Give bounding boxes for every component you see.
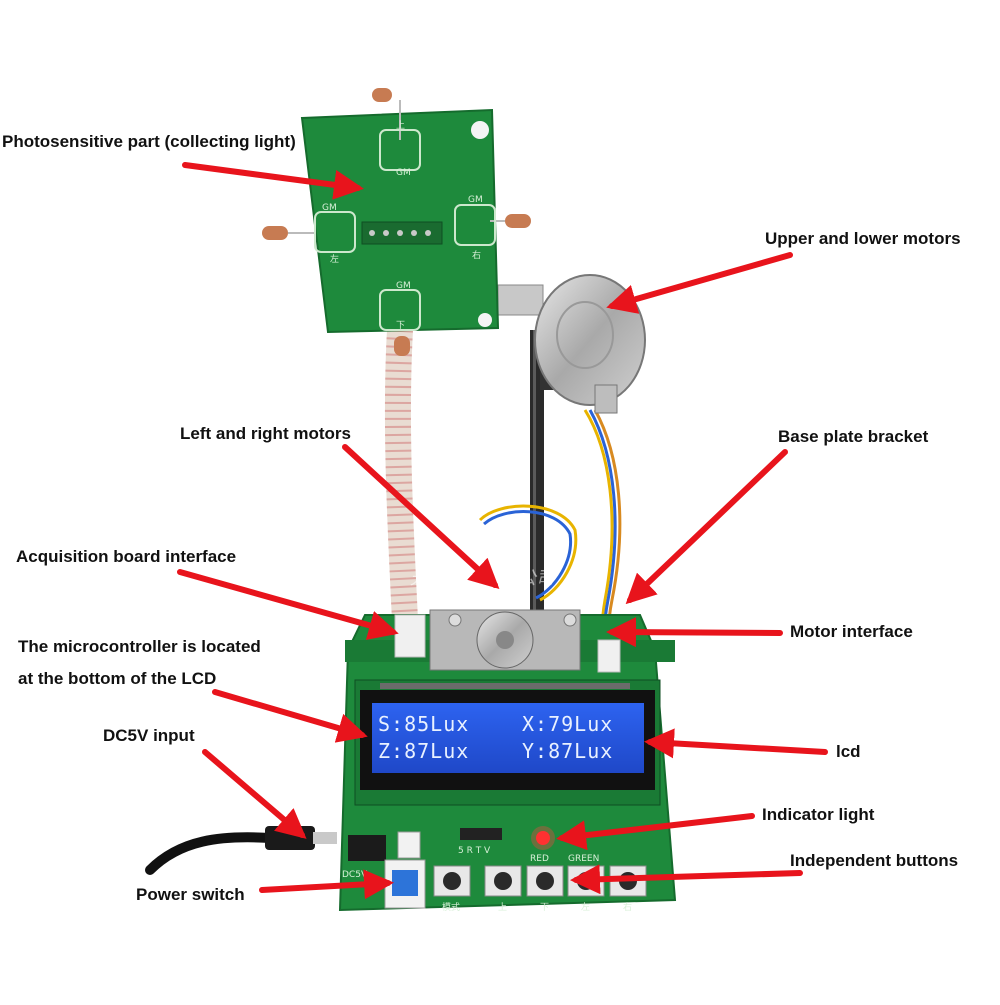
silk-header: 5 R T V bbox=[458, 846, 491, 856]
arrow-left-right-motors bbox=[342, 444, 500, 590]
arrow-base-plate-bracket bbox=[625, 449, 788, 605]
arrow-independent-buttons bbox=[570, 864, 803, 895]
label-base-plate-bracket: Base plate bracket bbox=[778, 427, 929, 446]
silk-right: 右 bbox=[472, 249, 481, 261]
label-left-right-motors: Left and right motors bbox=[180, 424, 351, 443]
silk-gm-left: GM bbox=[322, 203, 337, 213]
silk-gm-right: GM bbox=[468, 195, 483, 205]
arrow-lcd bbox=[644, 728, 828, 759]
lcd-row1-right: X:79Lux bbox=[522, 712, 613, 736]
silk-led2: GREEN bbox=[568, 854, 599, 864]
silk-gm-top: GM bbox=[396, 168, 411, 178]
lcd-row2-right: Y:87Lux bbox=[522, 739, 613, 763]
silk-led: RED bbox=[530, 854, 549, 864]
photoresistor-left bbox=[262, 211, 356, 253]
button-down[interactable] bbox=[526, 865, 564, 897]
upper-lower-motor bbox=[497, 274, 646, 414]
left-right-motor bbox=[429, 609, 581, 671]
label-upper-lower-motors: Upper and lower motors bbox=[765, 229, 961, 248]
ribbon-cable bbox=[384, 329, 418, 621]
silk-gm-bottom: GM bbox=[396, 281, 411, 291]
silk-btn-mode: 模式 bbox=[442, 901, 460, 913]
label-lcd: lcd bbox=[836, 742, 861, 761]
arrow-upper-lower-motors bbox=[606, 252, 793, 314]
button-up[interactable] bbox=[484, 865, 522, 897]
label-acquisition-interface: Acquisition board interface bbox=[16, 547, 237, 566]
arrow-photosensitive bbox=[182, 162, 364, 200]
label-mcu-line2: at the bottom of the LCD bbox=[18, 669, 217, 688]
dc-jack bbox=[348, 835, 386, 861]
silk-left: 左 bbox=[330, 253, 339, 265]
pin-header bbox=[460, 828, 502, 840]
label-power-switch: Power switch bbox=[136, 885, 245, 904]
label-dc5v-input: DC5V input bbox=[103, 726, 195, 745]
arrow-acquisition-interface bbox=[177, 569, 399, 640]
arrow-mcu bbox=[212, 689, 368, 743]
arrow-power-switch bbox=[259, 869, 394, 900]
silk-btn-down: 下 bbox=[540, 903, 549, 913]
annotation-arrows bbox=[177, 162, 828, 900]
lcd-screen bbox=[372, 703, 644, 773]
arrow-indicator-light bbox=[556, 813, 755, 851]
label-indicator-light: Indicator light bbox=[762, 805, 875, 824]
button-mode[interactable] bbox=[433, 865, 471, 897]
label-independent-buttons: Independent buttons bbox=[790, 851, 959, 870]
lcd-module: S:85Lux X:79Lux Z:87Lux Y:87Lux bbox=[354, 679, 661, 806]
motor-connector bbox=[597, 639, 621, 673]
silk-bottom: 下 bbox=[396, 321, 405, 331]
silk-btn-left: 左 bbox=[581, 901, 590, 913]
lcd-row2-left: Z:87Lux bbox=[378, 739, 469, 763]
silk-btn-up: 上 bbox=[498, 902, 507, 913]
silk-top: 上 bbox=[396, 120, 405, 131]
power-cable bbox=[145, 826, 337, 875]
silk-dc: DC5V bbox=[342, 870, 368, 880]
photoresistor-top bbox=[372, 88, 421, 171]
label-mcu-line1: The microcontroller is located bbox=[18, 637, 261, 656]
arrow-dc5v-input bbox=[202, 749, 307, 839]
power-switch-button[interactable] bbox=[392, 870, 418, 896]
silk-btn-right: 右 bbox=[623, 901, 632, 913]
label-photosensitive: Photosensitive part (collecting light) bbox=[2, 132, 296, 151]
photoresistor-bottom bbox=[379, 289, 421, 356]
indicator-led bbox=[536, 831, 550, 845]
lcd-row1-left: S:85Lux bbox=[378, 712, 469, 736]
arrow-motor-interface bbox=[606, 617, 783, 648]
label-motor-interface: Motor interface bbox=[790, 622, 913, 641]
acquisition-connector bbox=[394, 614, 426, 658]
sensor-pcb: 上 GM GM 左 GM 右 GM 下 bbox=[262, 88, 531, 356]
photoresistor-right bbox=[454, 204, 531, 246]
